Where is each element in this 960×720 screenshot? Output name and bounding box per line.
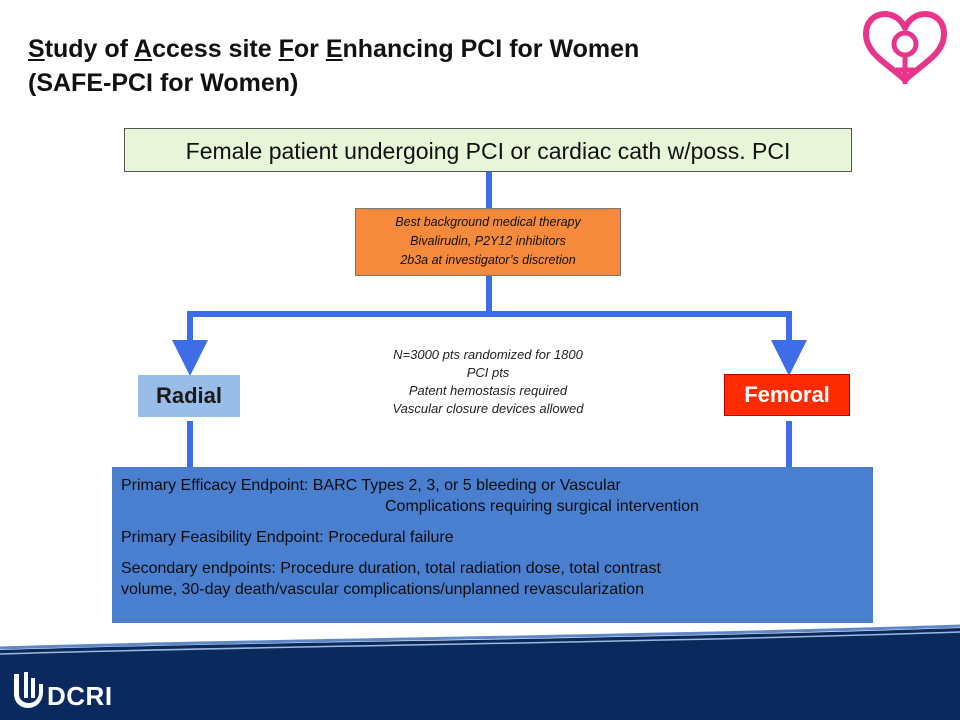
title-part: or [293, 35, 326, 63]
title-part: E [325, 35, 343, 63]
medical-therapy-box: Best background medical therapy Bivaliru… [355, 208, 621, 276]
note-line: PCI pts [466, 365, 510, 380]
title-part: ccess site [152, 35, 279, 63]
title-part: A [134, 35, 153, 63]
primary-feasibility-endpoint: Primary Feasibility Endpoint: Procedural… [121, 529, 454, 546]
slide-title: Study of Access site For Enhancing PCI f… [28, 32, 828, 100]
therapy-line: 2b3a at investigator’s discretion [400, 253, 576, 267]
femoral-arm-box: Femoral [724, 374, 850, 416]
title-part: F [278, 35, 294, 63]
therapy-line: Bivalirudin, P2Y12 inhibitors [410, 234, 566, 248]
note-line: Vascular closure devices allowed [392, 401, 584, 416]
title-line-1: Study of Access site For Enhancing PCI f… [28, 32, 828, 66]
therapy-line: Best background medical therapy [395, 215, 581, 229]
heart-female-symbol-icon [863, 11, 947, 84]
dcri-logo-text: DCRI [47, 681, 113, 711]
title-line-2: (SAFE-PCI for Women) [28, 69, 299, 97]
title-part: tudy of [44, 35, 135, 63]
primary-efficacy-endpoint-continued: Complications requiring surgical interve… [385, 498, 699, 515]
secondary-endpoints: Secondary endpoints: Procedure duration,… [121, 560, 661, 577]
primary-efficacy-endpoint: Primary Efficacy Endpoint: BARC Types 2,… [121, 477, 621, 494]
dcri-logo-icon [14, 672, 43, 708]
note-line: N=3000 pts randomized for 1800 [393, 347, 583, 362]
patient-population-box: Female patient undergoing PCI or cardiac… [124, 128, 852, 172]
secondary-endpoints-continued: volume, 30-day death/vascular complicati… [121, 581, 644, 598]
randomization-note: N=3000 pts randomized for 1800 PCI pts P… [354, 346, 622, 418]
title-part: S [28, 35, 45, 63]
endpoints-box: Primary Efficacy Endpoint: BARC Types 2,… [112, 467, 873, 623]
radial-arm-box: Radial [138, 375, 240, 417]
title-part: nhancing PCI for Women [342, 35, 640, 63]
note-line: Patent hemostasis required [408, 383, 568, 398]
footer-banner [0, 624, 960, 720]
